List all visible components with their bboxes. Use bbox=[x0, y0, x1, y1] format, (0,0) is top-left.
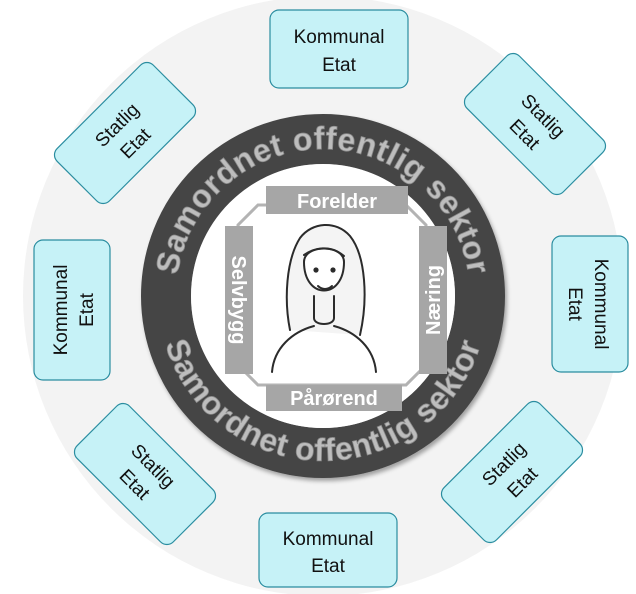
agency-box-right: Kommunal Etat bbox=[551, 235, 629, 373]
role-label-left: Selvbygg bbox=[225, 226, 253, 374]
agency-line-1: Kommunal bbox=[283, 529, 374, 550]
agency-line-2: Etat bbox=[322, 55, 357, 76]
role-label-bottom: Pårørend bbox=[266, 385, 402, 411]
agency-box-top-left: Statlig Etat bbox=[53, 61, 197, 205]
agency-box-bottom-right: Statlig Etat bbox=[440, 400, 584, 544]
agency-box-left: Kommunal Etat bbox=[33, 239, 111, 381]
role-label-right: Næring bbox=[419, 226, 447, 374]
agency-line-2: Etat bbox=[77, 292, 98, 327]
role-box-left bbox=[225, 226, 253, 374]
agency-line-1: Kommunal bbox=[294, 27, 385, 48]
role-text-bottom: Pårørend bbox=[290, 387, 378, 410]
agency-line-1: Kommunal bbox=[590, 259, 611, 350]
role-text-left: Selvbygg bbox=[227, 256, 249, 345]
role-label-top: Forelder bbox=[266, 186, 408, 214]
agency-box-bottom-left: Statlig Etat bbox=[73, 402, 217, 546]
person-icon bbox=[271, 223, 377, 373]
role-text-top: Forelder bbox=[297, 191, 377, 213]
role-box-right bbox=[419, 226, 447, 374]
coordination-ring bbox=[141, 114, 505, 478]
role-text-right: Næring bbox=[423, 265, 445, 335]
agency-box-bottom: Kommunal Etat bbox=[258, 512, 398, 588]
role-box-bottom bbox=[266, 385, 402, 411]
agency-line-2: Etat bbox=[311, 556, 346, 577]
agency-box-top-right: Statlig Etat bbox=[463, 52, 607, 196]
agency-line-2: Etat bbox=[564, 287, 585, 322]
agency-line-1: Kommunal bbox=[51, 265, 72, 356]
role-box-top bbox=[266, 186, 408, 214]
agency-box-top: Kommunal Etat bbox=[269, 9, 409, 89]
